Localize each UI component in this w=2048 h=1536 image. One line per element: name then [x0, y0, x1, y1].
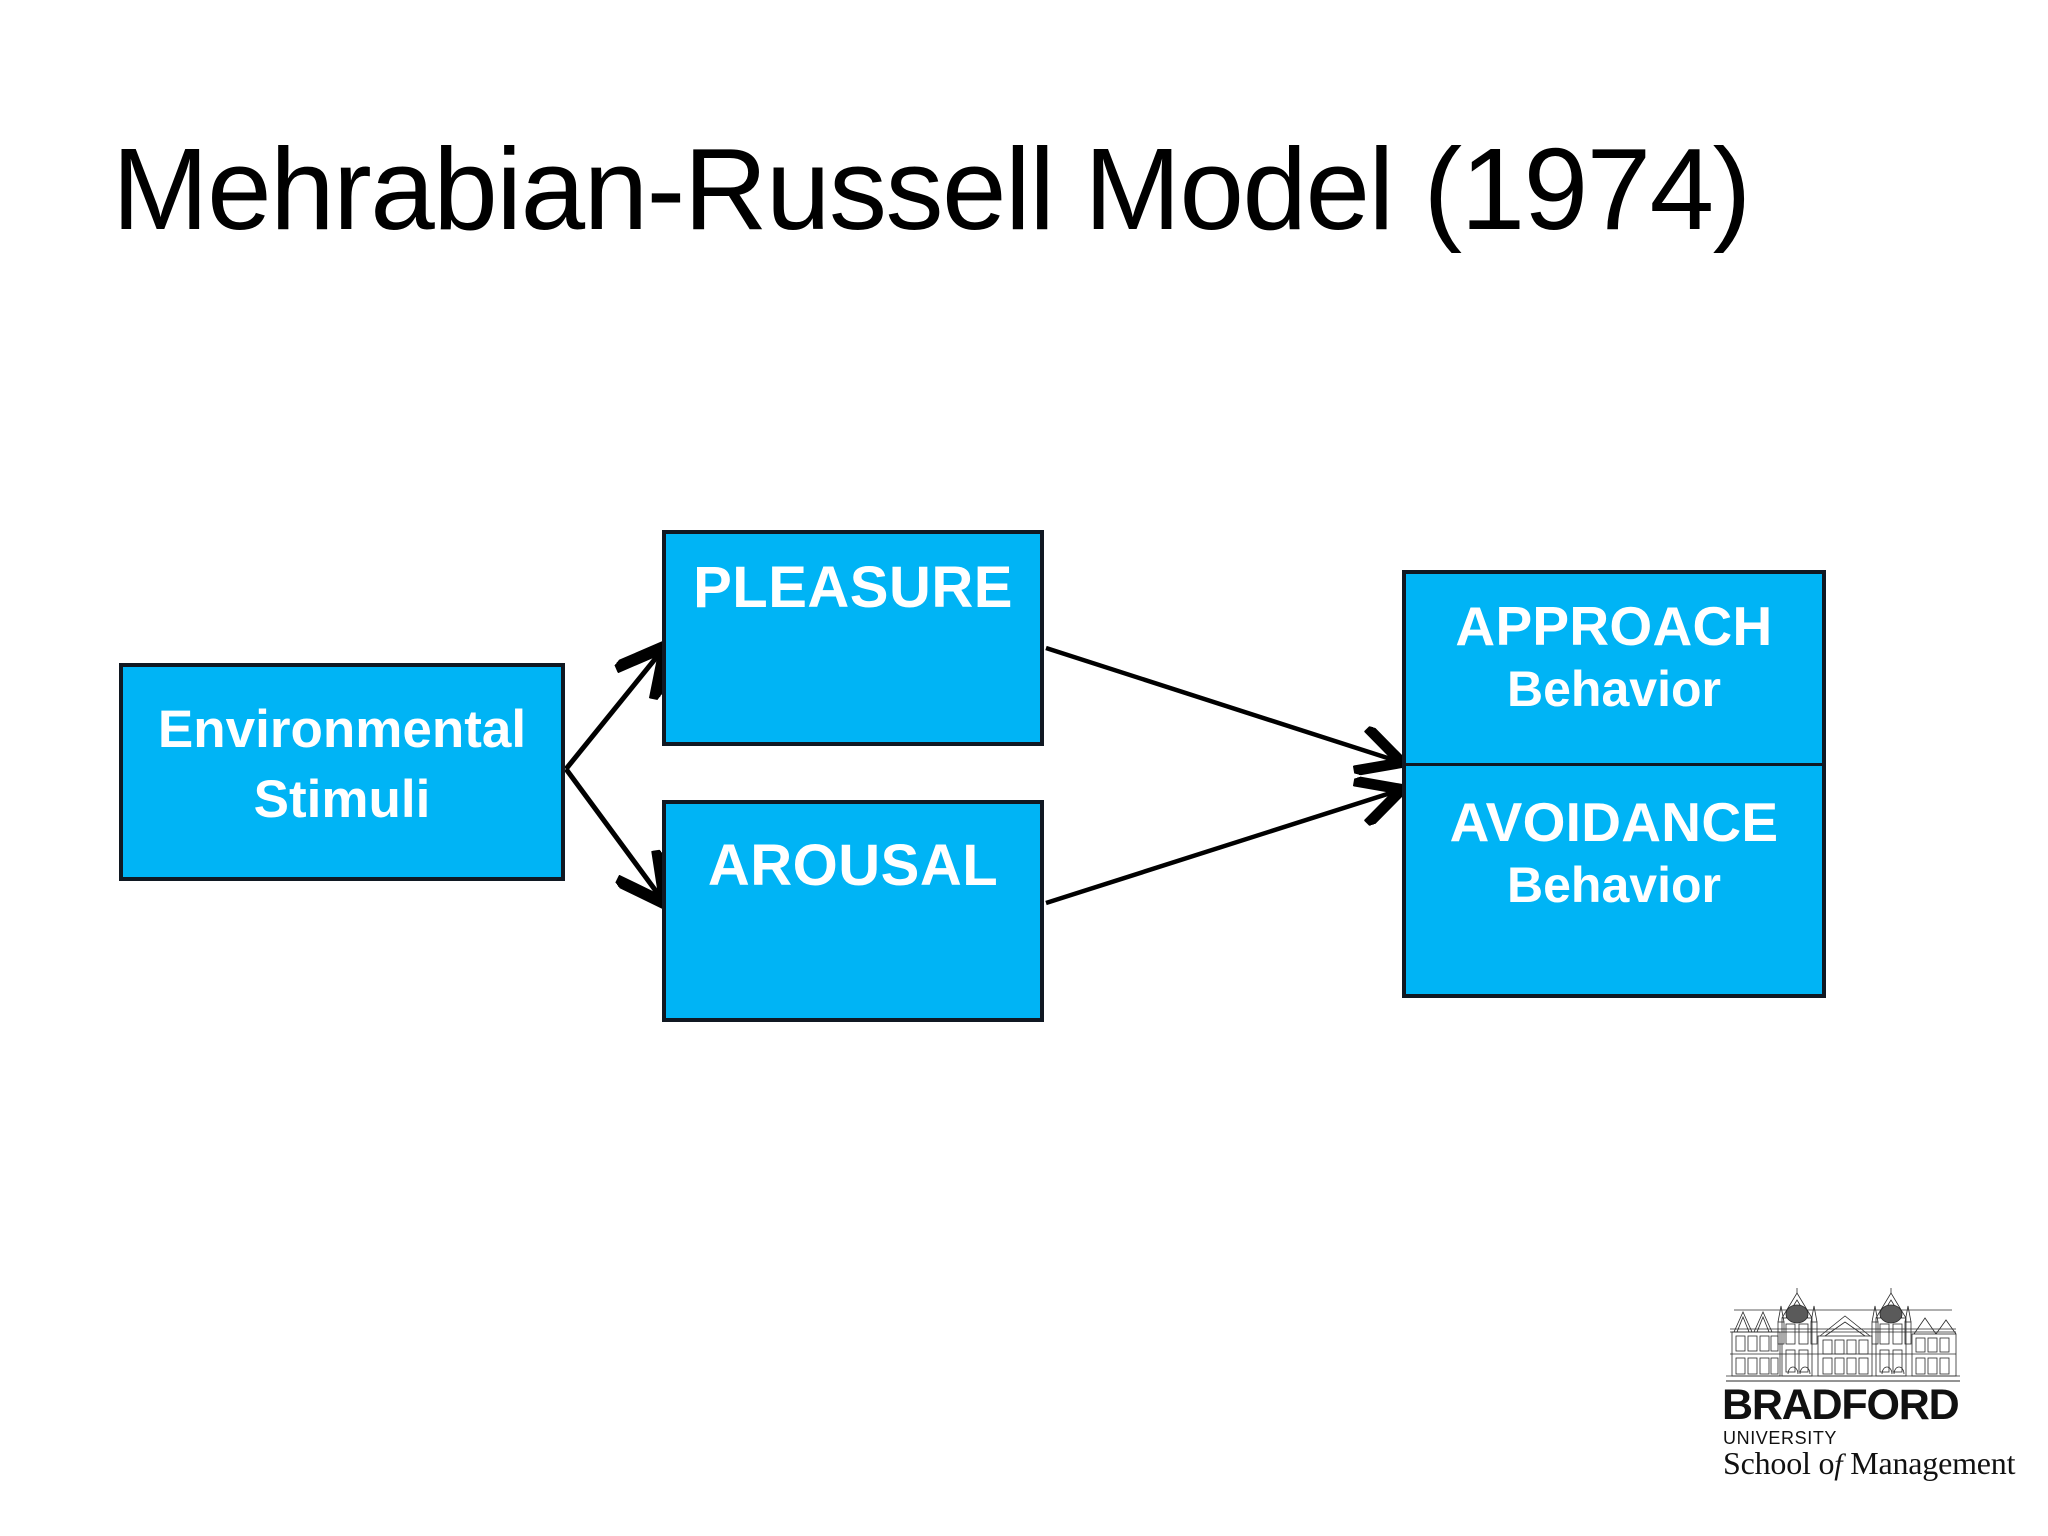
- edge-stimuli-to-pleasure: [564, 648, 664, 771]
- node-approach-line2: Behavior: [1507, 660, 1721, 717]
- node-approach-behavior[interactable]: APPROACH Behavior: [1402, 570, 1826, 766]
- bradford-logo: BRADFORD UNIVERSITY School of Management: [1718, 1288, 2015, 1481]
- page-title: Mehrabian-Russell Model (1974): [112, 124, 1751, 254]
- node-environmental-stimuli[interactable]: Environmental Stimuli: [119, 663, 565, 881]
- node-pleasure[interactable]: PLEASURE: [662, 530, 1044, 746]
- bradford-wordmark: BRADFORD: [1722, 1381, 1960, 1429]
- node-avoidance-line2: Behavior: [1507, 856, 1721, 913]
- bradford-university-label: UNIVERSITY: [1723, 1428, 1838, 1448]
- bradford-building-icon: [1726, 1288, 1960, 1382]
- node-avoidance-line1: AVOIDANCE: [1449, 791, 1779, 853]
- bradford-school-suffix: Management: [1842, 1445, 2016, 1481]
- node-avoidance-behavior[interactable]: AVOIDANCE Behavior: [1402, 766, 1826, 998]
- bradford-school-label: School of Management: [1723, 1445, 2015, 1482]
- node-pleasure-label: PLEASURE: [693, 555, 1013, 620]
- node-environmental-stimuli-line2: Stimuli: [253, 769, 431, 829]
- node-arousal-label: AROUSAL: [707, 833, 999, 898]
- bradford-school-prefix: School o: [1723, 1445, 1835, 1481]
- edge-arousal-to-behavior: [1045, 790, 1400, 906]
- node-environmental-stimuli-line1: Environmental: [157, 700, 527, 759]
- bradford-school-italic-f: f: [1834, 1448, 1843, 1481]
- node-arousal[interactable]: AROUSAL: [662, 800, 1044, 1022]
- edge-stimuli-to-arousal: [563, 767, 664, 902]
- node-approach-line1: APPROACH: [1455, 595, 1773, 657]
- edge-pleasure-to-behavior: [1045, 645, 1400, 762]
